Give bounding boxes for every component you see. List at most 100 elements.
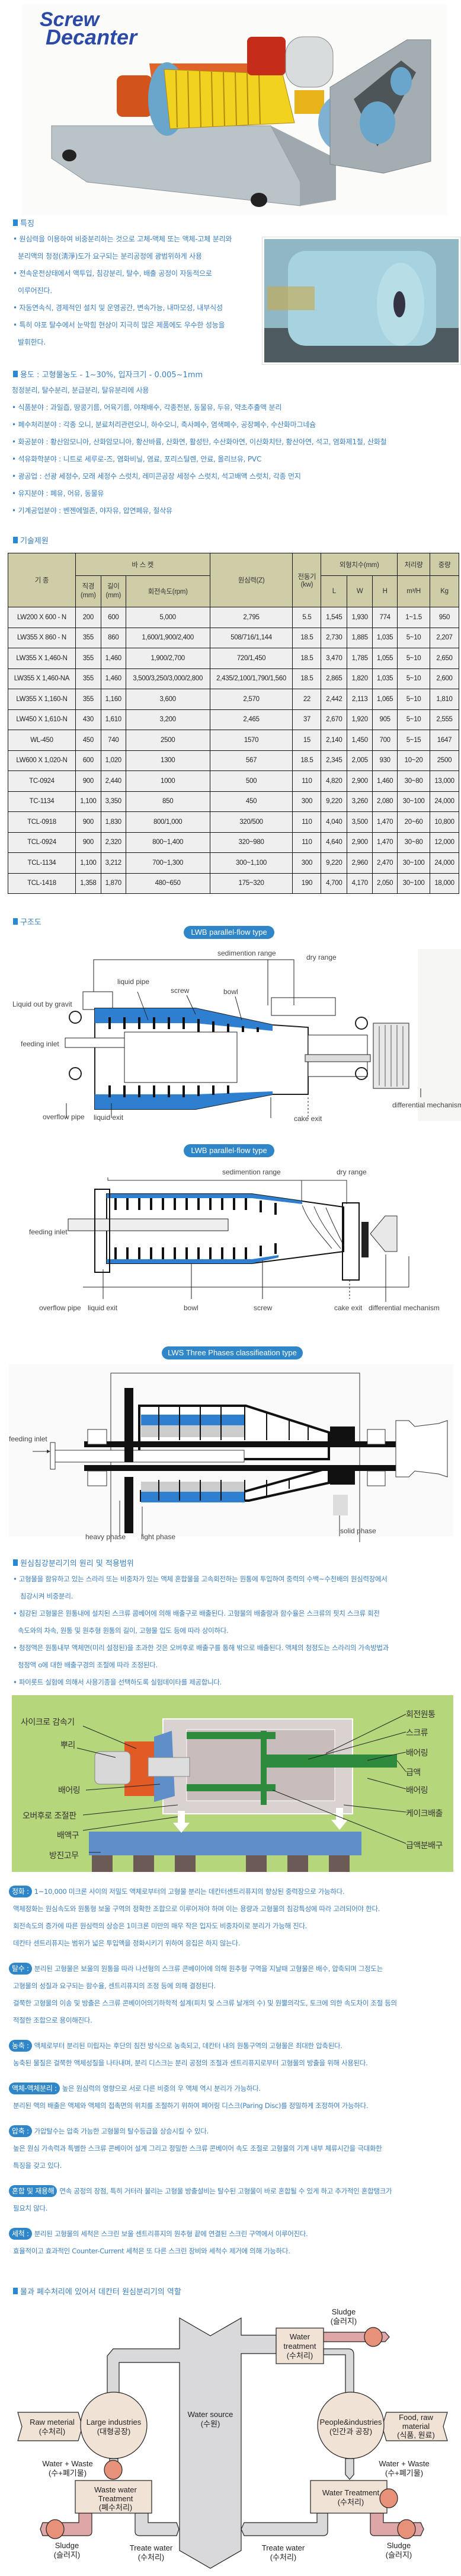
cell-H: 774: [372, 607, 398, 628]
flow-label: Water + Waste: [42, 2459, 92, 2468]
col-length: 길이 (mm): [100, 575, 126, 607]
cell-weight: 2,650: [430, 648, 459, 669]
cell-diameter: 355: [75, 668, 101, 689]
cell-rpm: 480~650: [125, 873, 210, 894]
cell-diameter: 355: [75, 648, 101, 669]
label-bowl: bowl: [223, 988, 238, 996]
cell-H: 2,470: [372, 852, 398, 874]
cell-L: 2,865: [321, 668, 348, 689]
cell-length: 3,350: [100, 791, 126, 812]
cell-diameter: 1,358: [75, 873, 101, 894]
col-dims: 외형치수(mm): [321, 553, 398, 576]
cell-model: TCL-1134: [8, 852, 76, 874]
feature-item: • 전속운전상태에서 액투입, 침강분리, 탈수, 배출 공정이 자동적으로: [13, 269, 212, 278]
decanter-illustration: [51, 36, 431, 207]
cell-W: 2,113: [347, 689, 373, 710]
cell-diameter: 200: [75, 607, 101, 628]
cell-diameter: 450: [75, 730, 101, 751]
cell-motor: 5.5: [292, 607, 322, 628]
features-list: • 원심력을 이용하여 비중분리하는 것으로 고체-액체 또는 액체-고체 분리…: [13, 231, 232, 351]
cell-rpm: 5,000: [125, 607, 210, 628]
label-light-phase: light phase: [141, 1533, 176, 1541]
label-pulley: 뿌리: [60, 1741, 75, 1750]
cell-H: 1,065: [372, 689, 398, 710]
flow-label: Water source: [188, 2410, 233, 2419]
cell-model: LW200 X 600 - N: [8, 607, 76, 628]
label-solid-phase: solid phase: [340, 1527, 376, 1535]
cell-rpm: 850: [125, 791, 210, 812]
col-diameter: 직경 (mm): [75, 575, 101, 607]
label-feeding-inlet: feeding inlet: [29, 1228, 68, 1236]
flow-label: Sludge: [55, 2541, 79, 2550]
water-source-shape: [107, 2317, 277, 2569]
cell-rpm: 2500: [125, 730, 210, 751]
heading-marker: [13, 1559, 18, 1566]
label-dry-range: dry range: [337, 1168, 367, 1176]
product-photo: [262, 237, 461, 365]
usage-item: • 석유화학분야 : 니트로 세루로-즈, 염화비닐, 염료, 포리스틸렌, 안…: [12, 455, 262, 463]
col-H: H: [372, 575, 398, 607]
flow-heading: 물과 폐수처리에 있어서 데칸터 원심분리기의 역할: [13, 2285, 181, 2297]
flow-label: Water: [290, 2332, 310, 2341]
flow-label: (대형공장): [97, 2427, 131, 2436]
cell-motor: 110: [292, 770, 322, 792]
label-screw: screw: [254, 1304, 273, 1312]
cell-weight: 1,810: [430, 689, 459, 710]
col-basket: 바 스 켓: [75, 553, 210, 576]
label-cake-discharge: 케이크배출: [406, 1809, 443, 1819]
flow-label: Treate water: [262, 2543, 305, 2552]
heading-marker: [13, 918, 18, 925]
cell-W: 2,960: [347, 852, 373, 874]
cell-force: 567: [209, 750, 293, 771]
label-sedimentation-range: sedimention range: [222, 1168, 281, 1176]
cutaway-illustration: [76, 1714, 406, 1872]
cell-weight: 2,555: [430, 709, 459, 730]
cell-motor: 190: [292, 873, 322, 894]
cell-motor: 300: [292, 791, 322, 812]
cell-W: 1,450: [347, 730, 373, 751]
diagram-title-lws: LWS Three Phases classifieation type: [162, 1346, 303, 1359]
label-overflow-pipe: overflow pipe: [43, 1113, 85, 1121]
cell-L: 1,545: [321, 607, 348, 628]
cell-capacity: 10~20: [397, 750, 430, 771]
flow-label: Treate water: [130, 2543, 173, 2552]
cell-length: 1,020: [100, 750, 126, 771]
cell-force: 508/716/1,144: [209, 627, 293, 648]
label-bearing-right-2: 배어링: [406, 1786, 428, 1795]
flow-label: Sludge: [387, 2541, 411, 2550]
cell-motor: 15: [292, 730, 322, 751]
structure-heading: 구조도: [13, 916, 41, 927]
label-screw: screw: [171, 986, 190, 995]
label-rubber-mount: 방진고무: [49, 1851, 79, 1861]
pump-icon: [364, 2327, 383, 2347]
cell-rpm: 3,200: [125, 709, 210, 730]
usage-item: • 식품분야 : 과일즙, 땅콩기름, 어육기름, 야채배수, 각종전분, 동물…: [12, 403, 282, 412]
flow-label: (수처리): [138, 2553, 165, 2562]
label-bearing-left: 배어링: [58, 1786, 81, 1795]
desc-compression: 압축 :가압탈수는 압축 가능한 고형물의 탈수등급을 상승시킬 수 있다.높은…: [9, 2123, 397, 2174]
cell-H: 1,035: [372, 668, 398, 689]
spec-heading: 기술제원: [13, 534, 49, 546]
cell-force: 1570: [209, 730, 293, 751]
cell-model: TCL-0918: [8, 811, 76, 833]
cell-model: LW355 X 860 - N: [8, 627, 76, 648]
cell-capacity: 1~1.5: [397, 607, 430, 628]
cell-length: 1,610: [100, 709, 126, 730]
cell-force: 720/1,450: [209, 648, 293, 669]
cell-motor: 18.5: [292, 648, 322, 669]
flow-label: (수처리): [338, 2498, 364, 2507]
cell-H: 1,470: [372, 832, 398, 853]
flow-label: Water + Waste: [379, 2459, 429, 2468]
badge-liquid-liquid: 액체-액체분리 :: [9, 2083, 60, 2094]
cell-model: LW355 X 1,460-NA: [8, 668, 76, 689]
cell-force: 500: [209, 770, 293, 792]
flow-label: (폐수처리): [99, 2503, 133, 2512]
usage-item: • 광공업 : 선광 세정수, 모래 세정수 스럿치, 레미콘공장 세정수 스럿…: [12, 472, 301, 480]
pipe-to-people: [323, 2348, 354, 2394]
